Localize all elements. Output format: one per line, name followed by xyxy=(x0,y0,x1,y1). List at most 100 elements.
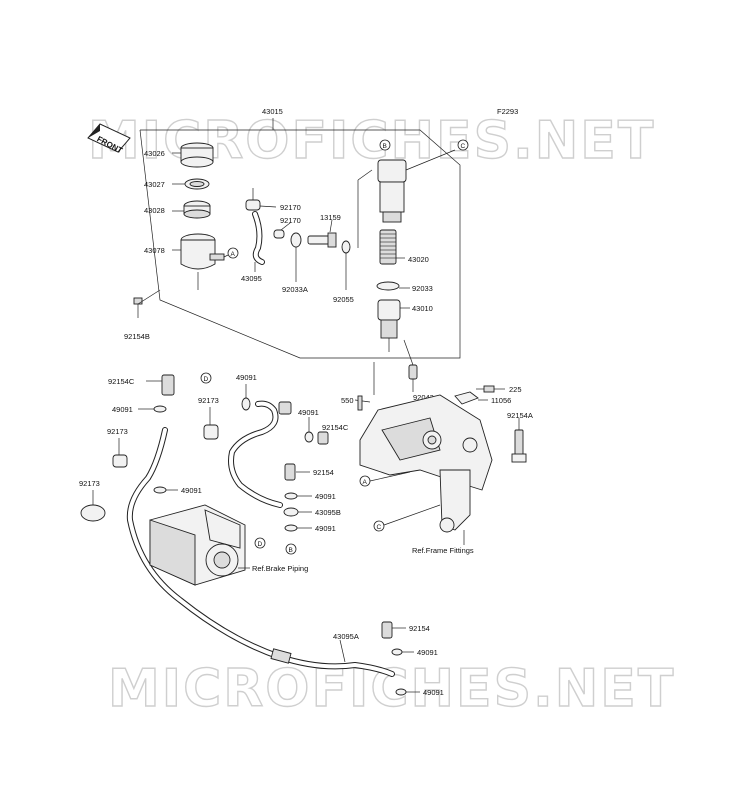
label-92173-b: 92173 xyxy=(79,479,100,488)
abs-unit: Ref.Brake Piping xyxy=(149,504,308,586)
assembly-outline: 43015 xyxy=(139,107,461,359)
clip-92173-c: 92173 xyxy=(198,396,219,440)
label-43095B: 43095B xyxy=(315,508,341,517)
reservoir-cap: 43026 xyxy=(144,142,214,168)
brake-hose-upper xyxy=(228,400,292,508)
callout-b-2: B xyxy=(285,543,297,555)
label-550: 550 xyxy=(341,396,354,405)
washer-49091-h: 49091 xyxy=(395,688,444,697)
svg-text:D: D xyxy=(204,376,209,383)
svg-text:C: C xyxy=(377,524,382,531)
label-92170-a: 92170 xyxy=(280,203,301,212)
ref-brake-label: Ref.Brake Piping xyxy=(252,564,308,573)
plate-11056: 11056 xyxy=(454,391,511,405)
label-43020: 43020 xyxy=(408,255,429,264)
callout-c-1: C xyxy=(457,139,469,151)
bolt-92154A: 92154A xyxy=(507,411,533,463)
svg-text:A: A xyxy=(231,251,236,258)
clip-92173-a: 92173 xyxy=(107,427,128,468)
washer-49091-b: 49091 xyxy=(153,486,202,495)
bracket-assembly: Ref.Frame Fittings xyxy=(359,394,493,555)
figure-code: F2293 xyxy=(497,107,518,116)
washer-49091-e: 49091 xyxy=(284,492,336,501)
oring-92055: 92055 xyxy=(333,240,354,304)
clamp-92170-upper: 92170 xyxy=(245,188,301,212)
label-92154B: 92154B xyxy=(124,332,150,341)
callout-d-1: D xyxy=(200,372,212,384)
label-92154C-a: 92154C xyxy=(108,377,135,386)
label-49091-c: 49091 xyxy=(236,373,257,382)
label-92173-a: 92173 xyxy=(107,427,128,436)
bolt-92154-rear: 92154 xyxy=(381,621,430,639)
label-49091-f: 49091 xyxy=(315,524,336,533)
watermark-top: MICROFICHES.NET xyxy=(88,111,655,171)
brake-hose-main: 43095A xyxy=(126,427,395,677)
svg-text:C: C xyxy=(461,143,466,150)
washer-49091-left-a: 49091 xyxy=(112,405,167,414)
svg-text:A: A xyxy=(363,479,368,486)
pushrod-43010: 43010 xyxy=(377,299,433,352)
bolt-92154C-left: 92154C xyxy=(108,374,175,396)
label-92055: 92055 xyxy=(333,295,354,304)
label-92043: 92043 xyxy=(413,393,434,402)
diaphragm-43028: 43028 xyxy=(144,200,211,219)
label-43078: 43078 xyxy=(144,246,165,255)
ref-frame-label: Ref.Frame Fittings xyxy=(412,546,474,555)
label-49091-a: 49091 xyxy=(112,405,133,414)
clip-92173-b: 92173 xyxy=(79,479,106,522)
label-11056: 11056 xyxy=(491,396,511,405)
label-43027: 43027 xyxy=(144,180,165,189)
reservoir-43078: 43078 xyxy=(144,233,231,290)
bolt-92154B: 92154B xyxy=(124,289,161,341)
callout-a-1: A xyxy=(227,247,239,259)
bolt-225: 225 xyxy=(476,385,522,394)
master-cylinder-body xyxy=(357,149,456,248)
hose-43095: 43095 xyxy=(241,211,265,283)
callout-c-2: C xyxy=(373,504,441,532)
label-43028: 43028 xyxy=(144,206,165,215)
svg-text:D: D xyxy=(258,541,263,548)
label-43015: 43015 xyxy=(262,107,283,116)
washer-49091-f: 49091 xyxy=(284,524,336,533)
oring-92033: 92033 xyxy=(376,281,433,293)
pin-92043: 92043 xyxy=(403,339,434,402)
label-92154-a: 92154 xyxy=(313,468,334,477)
callout-d-2: D xyxy=(254,537,266,549)
oring-92033A: 92033A xyxy=(282,232,308,294)
washer-49091-d: 49091 xyxy=(298,408,319,443)
watermark-bottom: MICROFICHES.NET xyxy=(108,659,675,719)
plate-43027: 43027 xyxy=(144,178,210,190)
label-13159: 13159 xyxy=(320,213,341,222)
bolt-92154C-right: 92154C xyxy=(317,423,349,445)
label-49091-d: 49091 xyxy=(298,408,319,417)
label-49091-e: 49091 xyxy=(315,492,336,501)
piston-43020: 43020 xyxy=(379,229,429,265)
callout-b-1: B xyxy=(379,139,391,151)
bolt-92154-mid: 92154 xyxy=(284,463,334,481)
label-92154A: 92154A xyxy=(507,411,533,420)
label-43095: 43095 xyxy=(241,274,262,283)
label-49091-b: 49091 xyxy=(181,486,202,495)
callout-a-2: A xyxy=(359,471,411,487)
washer-49091-g: 49091 xyxy=(391,648,438,657)
label-92170-b: 92170 xyxy=(280,216,301,225)
label-92033A: 92033A xyxy=(282,285,308,294)
svg-text:B: B xyxy=(383,143,387,150)
label-49091-h: 49091 xyxy=(423,688,444,697)
label-43095A: 43095A xyxy=(333,632,359,641)
fitting-13159: 13159 xyxy=(307,213,341,248)
label-92154C-b: 92154C xyxy=(322,423,349,432)
label-92033: 92033 xyxy=(412,284,433,293)
label-225: 225 xyxy=(509,385,522,394)
clamp-92170-lower: 92170 xyxy=(273,216,301,239)
hose-43095B: 43095B xyxy=(283,507,341,517)
washer-49091-c: 49091 xyxy=(236,373,257,411)
label-43010: 43010 xyxy=(412,304,433,313)
label-92154-b: 92154 xyxy=(409,624,430,633)
label-43026: 43026 xyxy=(144,149,165,158)
label-49091-g: 49091 xyxy=(417,648,438,657)
svg-text:B: B xyxy=(289,547,293,554)
cotter-550: 550 xyxy=(341,362,375,411)
label-92173-c: 92173 xyxy=(198,396,219,405)
